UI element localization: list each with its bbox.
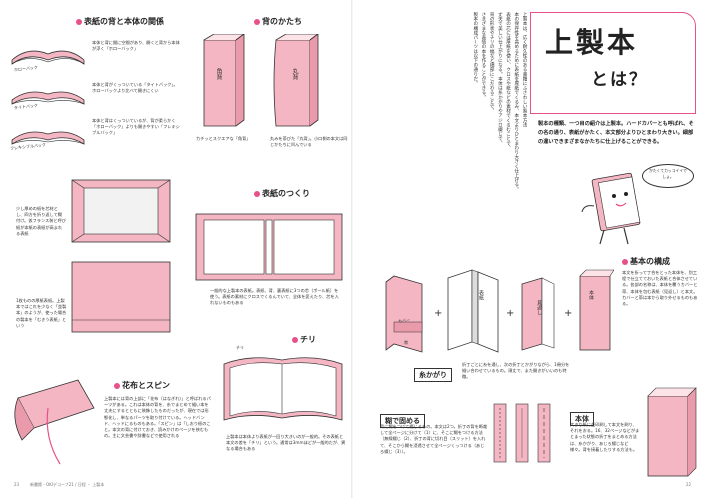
chiri-description: 上製本は本体より表紙が一回り大きいのが一般的。その表紙と本文の差を「チリ」という…: [226, 434, 346, 452]
left-footer-text: 新書館・OKIデコーブ21 / 日程 ・ 上製本: [30, 482, 105, 487]
right-page-number: 22: [686, 482, 692, 487]
section-title-spine-body: 表紙の背と本体の関係: [76, 16, 164, 27]
title-frame: 上製本 とは？: [530, 12, 696, 114]
bullet-icon: [622, 258, 628, 265]
glue-binding-header: 糊で固める: [380, 408, 425, 428]
speech-bubble: [642, 164, 694, 188]
desc-square-spine: カチッとスクエアな「角背」: [196, 136, 251, 141]
left-page-number: 23: [14, 482, 20, 487]
section-title-basic: 基本の構成: [622, 256, 670, 267]
main-text-column: 上製本は、広く耐久性のある書籍にふさわしい製本方法: [522, 12, 527, 127]
basic-parts-illustration: + + +: [385, 269, 614, 353]
glue-binding-description: 背に糊をつけて綴じるもの。本文は2つ。折丁の背を断裁して全ページに分けて（1）に…: [380, 424, 488, 454]
section-title-spine-shape: 背のかたち: [254, 16, 302, 27]
book-tight-illustration: [11, 91, 85, 105]
cover-jacket-illustration: [385, 275, 423, 353]
speech-bubble-text: かたくてカッコイイでしょ。: [649, 168, 687, 179]
perfect-bound-sample: [515, 403, 529, 463]
book-hollow-illustration: [11, 50, 85, 65]
page-title-sub: とは？: [591, 70, 648, 90]
desc-tight: 本体と背がくっついている「タイトバック」。ホローバックより比べて開きにくい: [92, 82, 178, 94]
spine-type-illustrations: [11, 50, 85, 145]
round-spine-illustration: [273, 34, 319, 127]
left-page: 表紙の背と本体の関係 ホローバック タイトバック フレキシブルバック 本体と背に…: [10, 16, 348, 487]
main-text-column: 表紙の芯には厚紙を使い、クロスや紙などの素材でくるむことで、: [505, 12, 511, 150]
section-title-cloth-spin: 花布とスピン: [114, 380, 170, 391]
main-text-column: さまざまな表情の本を作ることができる。: [480, 12, 486, 100]
square-spine-illustration: [203, 34, 245, 127]
part-label-board: 表紙: [478, 290, 484, 300]
glyph-round-spine: 丸背: [291, 68, 298, 80]
thread-binding-header: 糸かがり: [414, 362, 452, 382]
desc-hollow: 本体と背に間に空間があり、開くと背から本体が浮く「ホローバック」: [92, 40, 180, 52]
desc-flexible: 本体と背はくっついているが、背が柔らかく「ホローバック」よりも開きやすい「フレキ…: [92, 118, 180, 136]
bullet-icon: [114, 382, 120, 389]
body-book-illustration: [647, 387, 697, 477]
part-label-cover: カバー: [397, 317, 411, 324]
endpaper-illustration: [521, 277, 555, 351]
main-vertical-text: 上製本は、広く耐久性のある書籍にふさわしい製本方法 本の保存性を高めるために表紙…: [362, 12, 528, 248]
cover-folded-illustration: [71, 179, 171, 243]
desc-round-spine: 丸みを帯びた「丸背」。小口側の本文は同じかたちに凹んでいる: [270, 136, 348, 148]
main-text-column: 背の形状やチリの幅など細部にこだわることで、: [489, 12, 495, 114]
page-gutter: [351, 0, 353, 498]
part-label-endpaper: 見返し: [536, 300, 542, 315]
chiri-pointer-label: チリ: [236, 345, 244, 350]
bullet-icon: [292, 336, 298, 343]
bullet-icon: [254, 18, 260, 25]
main-text-column: 丈夫で美しい仕上がりになる。本体は糸かがりやアジロ綴じで、: [497, 12, 503, 146]
bullet-icon: [76, 18, 82, 25]
notch-bound-sample: [537, 403, 551, 463]
cover-board-illustration: [447, 269, 499, 353]
cover-single-board-illustration: [71, 261, 171, 333]
mascot-book-illustration: [581, 172, 641, 245]
note-standard-cover: 一般的な上製本の表紙。表紙、背、裏表紙に3つの芯（ボール紙）を使う。表紙の素材に…: [210, 288, 339, 306]
cover-three-board-illustration: [195, 213, 343, 281]
section-title-cover-structure: 表紙のつくり: [254, 188, 310, 199]
plus-icon: +: [506, 308, 514, 319]
spine-shape-illustrations: [203, 34, 319, 127]
thread-binding-description: 折丁ごとに糸を通し、次の折丁とかがりながら、1冊分を縫い合わせているもの。頑丈で…: [462, 362, 570, 380]
body-header: 本体: [570, 406, 594, 426]
cloth-spin-description: 上製本には背の上部に「花布（はなぎれ）」と呼ばれるパーツがある。これは本体の背を…: [104, 396, 211, 439]
main-text-column: 製本の構成パーツは以下の通りだ。: [472, 12, 478, 86]
basic-description: 本文を折って丁合をとった本体を、別工程で仕立てておいた表紙と合体させている。各部…: [622, 270, 698, 307]
glyph-square-spine: 角背: [215, 68, 222, 80]
body-description: 大きな紙に並印刷して本文を刷り、それをおる。16、32ページなどがまとまった状態…: [570, 422, 640, 452]
book-flexible-illustration: [11, 131, 85, 145]
intro-text: 製本の種類、一つ目の紹介は上製本。ハードカバーとも呼ばれ、その名の通り、表紙がか…: [538, 121, 694, 145]
headband-spin-illustration: [14, 379, 95, 465]
chiri-book-illustration: [223, 357, 343, 421]
note-folded-cover: 少し厚めの紙を芯材とし、四方を折り返して糊付け。仮フランス装と呼び紙が本紙の表紙…: [16, 206, 66, 236]
plus-icon: +: [564, 308, 572, 319]
thread-stitched-sample: [493, 403, 507, 463]
binding-samples-illustration: [493, 403, 551, 463]
section-title-chiri: チリ: [292, 334, 316, 345]
page-title-main: 上製本: [545, 26, 639, 59]
part-label-band: 帯: [404, 340, 408, 345]
main-text-column: 本の保存性を高めるために表紙を厚紙でくるみ、本文よりひとまわり大きく仕上げる。: [513, 12, 519, 192]
bullet-icon: [254, 190, 260, 197]
part-label-body: 本体: [588, 290, 594, 300]
book-body-illustration: [579, 269, 614, 351]
note-single-cover: 1枚ものの厚紙表紙。上製本ではこれを少なく「並製本」のようが、使った場合の製本を…: [16, 298, 67, 328]
right-page: 上製本 とは？ 製本の種類、一つ目の紹介は上製本。ハードカバーとも呼ばれ、その名…: [352, 0, 704, 498]
plus-icon: +: [434, 308, 442, 319]
